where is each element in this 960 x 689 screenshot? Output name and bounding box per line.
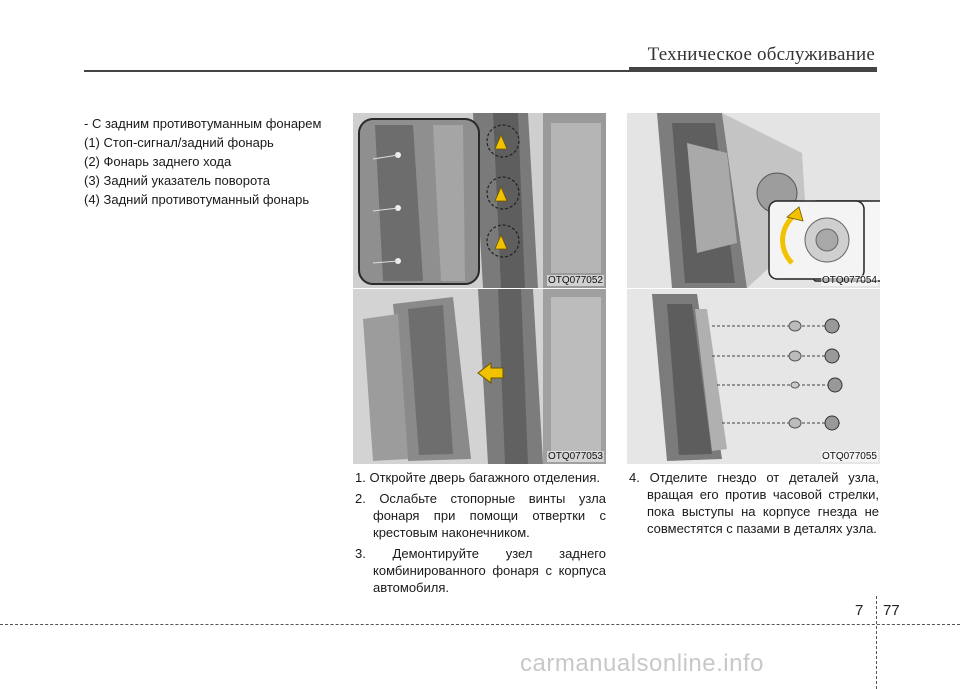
bulb-list-item: (4) Задний противотуманный фонарь (84, 192, 310, 207)
header-rule-accent (629, 67, 877, 72)
bulb-list: - С задним противотуманным фонарем (1) С… (84, 114, 344, 209)
bulb-list-item: (2) Фонарь заднего хода (84, 154, 232, 169)
page-number: 77 (883, 602, 900, 619)
figure-code: OTQ077052 (546, 275, 604, 286)
tailgate-screws-illustration (353, 113, 606, 288)
page-header-title: Техническое обслуживание (647, 44, 875, 65)
socket-rotation-illustration (627, 113, 880, 288)
watermark: carmanualsonline.info (520, 650, 764, 677)
figure-bulb-layout: OTQ077055 (627, 289, 880, 464)
lamp-removal-illustration (353, 289, 606, 464)
header-rule (84, 70, 629, 72)
figure-socket-rotation: OTQ077054 (627, 113, 880, 288)
bulb-list-item: (3) Задний указатель поворота (84, 173, 270, 188)
step-item: 1. Откройте дверь багажного отделения. (355, 470, 600, 485)
footer-divider (876, 596, 877, 689)
figure-tailgate-screws: OTQ077052 (353, 113, 606, 288)
step-item: 4. Отделите гнездо от деталей узла, вращ… (629, 470, 879, 536)
figure-code: OTQ077055 (820, 451, 878, 462)
bulb-list-heading: - С задним противотуманным фонарем (84, 116, 322, 131)
steps-left-column: 1. Откройте дверь багажного отделения. 2… (355, 469, 606, 600)
steps-right-column: 4. Отделите гнездо от деталей узла, вращ… (629, 469, 879, 541)
step-item: 2. Ослабьте стопорные винты узла фонаря … (355, 491, 606, 540)
section-number: 7 (855, 602, 864, 619)
footer-rule (0, 624, 960, 625)
bulb-layout-illustration (627, 289, 880, 464)
figure-code: OTQ077054 (820, 275, 878, 286)
figure-lamp-removal: OTQ077053 (353, 289, 606, 464)
figure-code: OTQ077053 (546, 451, 604, 462)
step-item: 3. Демонтируйте узел заднего комбинирова… (355, 546, 606, 595)
bulb-list-item: (1) Стоп-сигнал/задний фонарь (84, 135, 274, 150)
